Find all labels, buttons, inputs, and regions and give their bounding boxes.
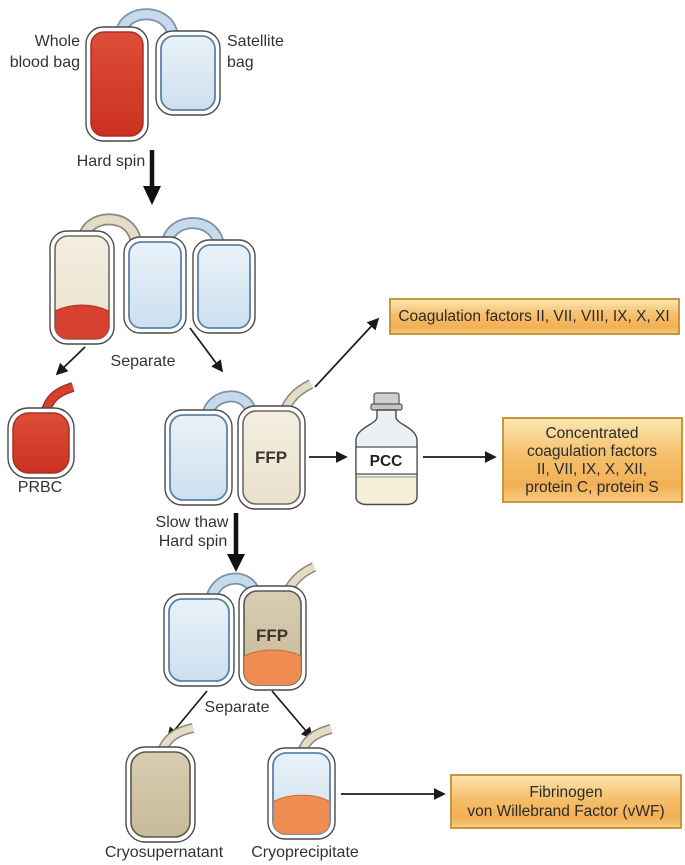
separate-top-label: Separate <box>111 353 176 370</box>
bottle-liquid <box>357 477 416 504</box>
hard-spin-step: Hard spin <box>77 150 161 205</box>
slow-thaw-step: Slow thaw Hard spin <box>156 513 245 572</box>
satellite-bag-3 <box>197 244 251 329</box>
concentrated-box-line2: coagulation factors <box>527 443 657 460</box>
fibrinogen-box-rect <box>450 774 682 829</box>
fibrinogen-box-line1: Fibrinogen <box>529 784 602 801</box>
hard-spin-arrow-head <box>143 186 161 205</box>
bottle-cap-rim <box>370 403 403 411</box>
ffp-bottom-label: FFP <box>256 626 288 645</box>
prbc-bag <box>12 412 70 474</box>
concentrated-box-line3: II, VII, IX, X, XII, <box>537 461 647 478</box>
satellite-bag <box>160 35 216 111</box>
arrow-to-coagulation-box <box>314 317 380 388</box>
cryosupernatant-label: Cryosupernatant <box>105 844 224 861</box>
separate-bottom-label: Separate <box>205 699 270 716</box>
separate-top-step: Separate <box>55 327 224 376</box>
thaw-blue-bag <box>168 598 230 682</box>
ffp-pair-bottom: FFP <box>163 562 317 691</box>
concentrated-box-line1: Concentrated <box>545 425 638 442</box>
pcc-label: PCC <box>370 453 403 470</box>
ffp-top-label: FFP <box>255 448 287 467</box>
pcc-bottle: PCC <box>355 392 418 506</box>
hard-spin-2-label: Hard spin <box>159 533 227 550</box>
fibrinogen-box: Fibrinogen von Willebrand Factor (vWF) <box>450 774 682 829</box>
plasma-blue-bag <box>169 414 228 501</box>
whole-blood-label-line1: Whole <box>35 33 80 50</box>
separate-2-arrow-right <box>271 690 314 740</box>
hard-spin-label: Hard spin <box>77 153 145 170</box>
coagulation-box-rect <box>389 298 680 335</box>
satellite-label-line1: Satellite <box>227 33 284 50</box>
cryosupernatant-group: Cryosupernatant <box>105 723 224 861</box>
slow-thaw-label: Slow thaw <box>156 514 229 531</box>
concentrated-factors-box: Concentrated coagulation factors II, VII… <box>502 417 683 503</box>
separate-arrow-right <box>189 327 224 373</box>
satellite-label-line2: bag <box>227 54 254 71</box>
fibrinogen-box-line2: von Willebrand Factor (vWF) <box>467 803 664 820</box>
rbc-sediment-layer <box>55 304 109 339</box>
coagulation-box-text: Coagulation factors II, VII, VIII, IX, X… <box>398 308 669 325</box>
satellite-bag-2 <box>128 241 182 329</box>
ffp-bag <box>242 410 301 505</box>
whole-blood-label-line2: blood bag <box>10 54 80 71</box>
bottle-label-band <box>355 446 418 475</box>
cryoprecipitate-label: Cryoprecipitate <box>251 844 359 861</box>
cryoprecipitate-layer-2 <box>273 794 330 834</box>
ffp-pair-top: FFP <box>164 379 314 510</box>
cryosupernatant-bag <box>130 751 191 838</box>
whole-blood-bag <box>90 31 144 137</box>
concentrated-box-line4: protein C, protein S <box>525 479 659 496</box>
cryoprecipitate-layer <box>244 649 301 685</box>
spun-bag-group <box>49 213 256 345</box>
separate-arrow-left <box>55 346 86 376</box>
coagulation-factors-box: Coagulation factors II, VII, VIII, IX, X… <box>389 298 680 335</box>
prbc-label: PRBC <box>18 479 62 496</box>
whole-blood-satellite-group: Whole blood bag Satellite bag <box>10 8 284 142</box>
cryoprecipitate-group: Cryoprecipitate <box>251 724 359 861</box>
concentrated-box-rect <box>502 417 683 503</box>
prbc-group: PRBC <box>7 382 75 496</box>
slow-thaw-arrow-head <box>227 554 245 572</box>
